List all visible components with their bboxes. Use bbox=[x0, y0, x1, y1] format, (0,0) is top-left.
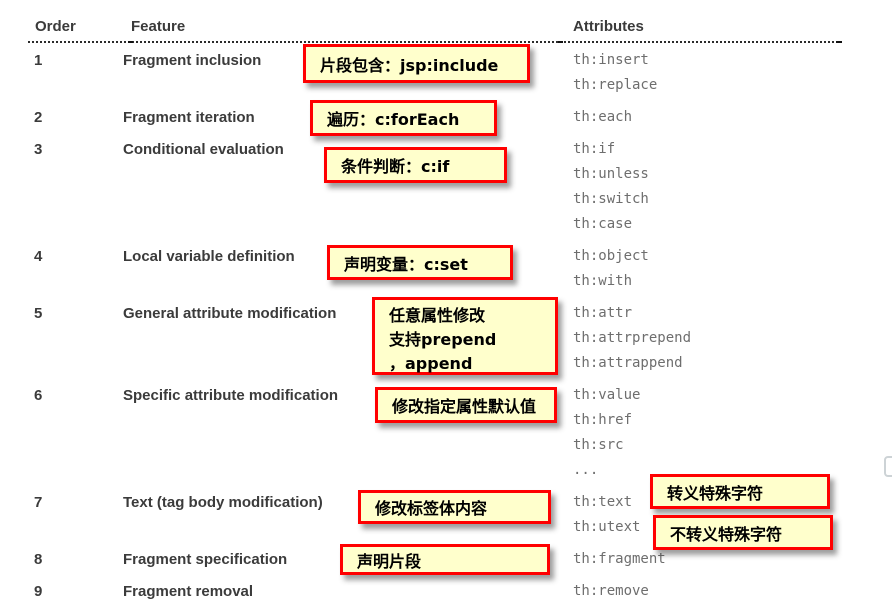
feature-cell: Conditional evaluation bbox=[123, 141, 284, 158]
annotation-note-fragment-spec: 声明片段 bbox=[340, 544, 550, 575]
attributes-cell: th:text th:utext bbox=[573, 490, 892, 540]
order-cell: 5 bbox=[34, 305, 43, 322]
divider-dash bbox=[558, 41, 563, 43]
column-header-attributes: Attributes bbox=[573, 18, 644, 35]
feature-cell: Fragment specification bbox=[123, 551, 288, 568]
header-divider bbox=[28, 40, 842, 43]
annotation-note-specific-attribute: 修改指定属性默认值 bbox=[375, 387, 557, 423]
table-row: 2 Fragment iteration th:each bbox=[0, 105, 892, 130]
order-cell: 9 bbox=[34, 583, 43, 600]
attribute-line: th:replace bbox=[573, 77, 658, 93]
table-row: 8 Fragment specification th:fragment bbox=[0, 547, 892, 572]
attributes-cell: th:fragment bbox=[573, 547, 892, 572]
annotation-note-general-attribute: 任意属性修改 支持prepend ，append bbox=[372, 297, 558, 375]
feature-cell: Fragment iteration bbox=[123, 109, 255, 126]
attribute-line: th:fragment bbox=[573, 551, 666, 567]
table-row: 6 Specific attribute modification th:val… bbox=[0, 383, 892, 483]
attribute-line: th:unless bbox=[573, 166, 649, 182]
attribute-line: th:attrappend bbox=[573, 355, 683, 371]
order-cell: 8 bbox=[34, 551, 43, 568]
order-cell: 7 bbox=[34, 494, 43, 511]
annotation-note-unescape: 不转义特殊字符 bbox=[653, 515, 833, 550]
feature-cell: Local variable definition bbox=[123, 248, 295, 265]
attributes-cell: th:each bbox=[573, 105, 892, 130]
attribute-line: th:value bbox=[573, 387, 641, 403]
attribute-line: th:attrprepend bbox=[573, 330, 692, 346]
attribute-line: th:with bbox=[573, 273, 633, 289]
table-row: 3 Conditional evaluation th:if th:unless… bbox=[0, 137, 892, 237]
table-row: 1 Fragment inclusion th:insert th:replac… bbox=[0, 48, 892, 98]
order-cell: 4 bbox=[34, 248, 43, 265]
table-header: Order Feature Attributes bbox=[0, 14, 892, 40]
attribute-line: th:href bbox=[573, 412, 633, 428]
annotation-note-conditional: 条件判断：c:if bbox=[324, 147, 507, 183]
table-row: 5 General attribute modification th:attr… bbox=[0, 301, 892, 376]
annotation-note-fragment-inclusion: 片段包含：jsp:include bbox=[303, 44, 530, 83]
annotation-note-fragment-iteration: 遍历：c:forEach bbox=[310, 100, 497, 136]
attribute-line: th:case bbox=[573, 216, 633, 232]
attributes-cell: th:insert th:replace bbox=[573, 48, 892, 98]
feature-cell: General attribute modification bbox=[123, 305, 337, 322]
order-cell: 1 bbox=[34, 52, 43, 69]
attribute-line: th:if bbox=[573, 141, 616, 157]
attribute-line: th:attr bbox=[573, 305, 633, 321]
attributes-cell: th:object th:with bbox=[573, 244, 892, 294]
table-row: 9 Fragment removal th:remove bbox=[0, 579, 892, 604]
attribute-line: th:utext bbox=[573, 519, 641, 535]
attribute-line: th:src bbox=[573, 437, 624, 453]
scrollbar-fragment bbox=[884, 456, 892, 477]
column-header-feature: Feature bbox=[131, 18, 186, 35]
feature-cell: Fragment removal bbox=[123, 583, 254, 600]
annotation-note-text-body: 修改标签体内容 bbox=[358, 490, 551, 524]
order-cell: 2 bbox=[34, 109, 43, 126]
attribute-line: th:text bbox=[573, 494, 633, 510]
attribute-line: th:remove bbox=[573, 583, 649, 599]
divider-dash bbox=[836, 41, 842, 43]
table-body: 1 Fragment inclusion th:insert th:replac… bbox=[0, 48, 892, 604]
attributes-cell: th:attr th:attrprepend th:attrappend bbox=[573, 301, 892, 376]
order-cell: 3 bbox=[34, 141, 43, 158]
attribute-line: ... bbox=[573, 462, 599, 478]
table-row: 4 Local variable definition th:object th… bbox=[0, 244, 892, 294]
feature-cell: Fragment inclusion bbox=[123, 52, 262, 69]
column-header-order: Order bbox=[35, 18, 76, 35]
feature-cell: Specific attribute modification bbox=[123, 387, 339, 404]
table-row: 7 Text (tag body modification) th:text t… bbox=[0, 490, 892, 540]
attributes-cell: th:value th:href th:src ... bbox=[573, 383, 892, 483]
order-cell: 6 bbox=[34, 387, 43, 404]
attribute-line: th:each bbox=[573, 109, 633, 125]
attributes-cell: th:if th:unless th:switch th:case bbox=[573, 137, 892, 237]
annotation-note-local-variable: 声明变量：c:set bbox=[327, 245, 513, 280]
annotation-note-escape: 转义特殊字符 bbox=[650, 474, 830, 509]
attributes-cell: th:remove bbox=[573, 579, 892, 604]
attribute-line: th:switch bbox=[573, 191, 649, 207]
divider-dash bbox=[128, 41, 133, 43]
attribute-line: th:insert bbox=[573, 52, 649, 68]
feature-cell: Text (tag body modification) bbox=[123, 494, 323, 511]
attribute-line: th:object bbox=[573, 248, 649, 264]
